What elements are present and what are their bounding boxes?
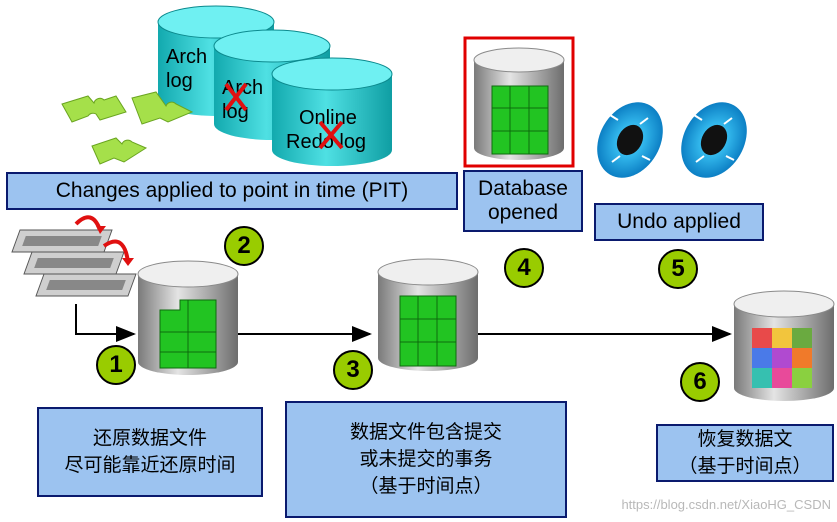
step-badge-6: 6 — [680, 362, 720, 402]
watermark: https://blog.csdn.net/XiaoHG_CSDN — [621, 497, 831, 512]
step1-description-box: 还原数据文件 尽可能靠近还原时间 — [37, 407, 263, 497]
recovered-database-cylinder — [733, 290, 835, 401]
database-opened-line1: Database — [478, 177, 568, 200]
online-redo-log-cylinder: Online Redo log — [271, 57, 393, 166]
puzzle-pieces-icon — [61, 91, 194, 165]
step3-description-box: 数据文件包含提交 或未提交的事务 （基于时间点） — [285, 401, 567, 518]
restore-arrow — [75, 304, 136, 342]
undo-applied-box: Undo applied — [594, 203, 764, 241]
step6-description-box: 恢复数据文 （基于时间点） — [656, 424, 834, 482]
online-redo-line1: Online — [299, 107, 357, 129]
pit-changes-box: Changes applied to point in time (PIT) — [6, 172, 458, 210]
step3-line1: 数据文件包含提交 — [349, 421, 502, 443]
database-opened-cylinder — [473, 47, 565, 160]
step1-line1: 还原数据文件 — [92, 427, 207, 449]
step6-line2: （基于时间点） — [678, 455, 812, 477]
undo-disk-icon-2 — [681, 102, 747, 178]
database-opened-line2: opened — [487, 201, 559, 224]
step6-line1: 恢复数据文 — [697, 428, 793, 450]
arch-log-1-line2: log — [166, 70, 193, 92]
undo-disk-icon-1 — [597, 102, 663, 178]
step-badge-4: 4 — [504, 248, 544, 288]
restored-datafile-cylinder — [137, 260, 239, 375]
highlight-frame — [463, 36, 575, 168]
undo-applied-label: Undo applied — [617, 210, 741, 233]
step-badge-1: 1 — [96, 345, 136, 385]
step1-line2: 尽可能靠近还原时间 — [64, 454, 236, 476]
cross-icon — [318, 120, 344, 150]
step3-line3: （基于时间点） — [359, 475, 493, 497]
step-badge-2: 2 — [224, 226, 264, 266]
backup-tapes-icon — [11, 215, 137, 297]
step-badge-3: 3 — [333, 350, 373, 390]
arch-log-2-line2: log — [222, 101, 249, 123]
database-opened-box: Database opened — [463, 170, 583, 232]
pit-changes-label: Changes applied to point in time (PIT) — [55, 179, 409, 202]
pit-datafile-cylinder — [377, 258, 479, 371]
step3-line2: 或未提交的事务 — [359, 448, 493, 470]
arch-log-1-line1: Arch — [166, 46, 207, 68]
cross-icon — [224, 82, 248, 112]
step-badge-5: 5 — [658, 249, 698, 289]
